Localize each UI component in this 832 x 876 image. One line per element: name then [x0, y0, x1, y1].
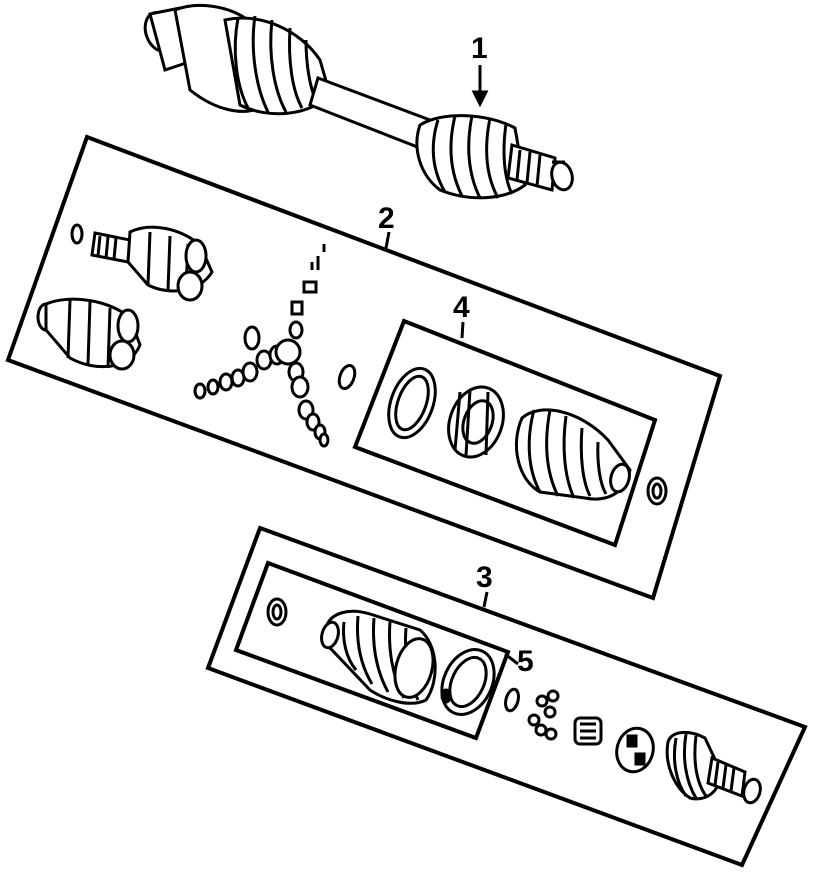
callout-3: 3 — [476, 561, 493, 594]
axle-shaft-assembly — [143, 3, 574, 200]
kit-box-5 — [233, 560, 511, 741]
leader-line-3 — [482, 591, 489, 608]
leader-line-4 — [460, 321, 465, 339]
kit-box-4 — [352, 318, 658, 548]
kit-box-3 — [205, 525, 808, 868]
clip-ring — [70, 223, 84, 245]
kit-box-2 — [5, 134, 723, 601]
clip-ring — [266, 597, 288, 627]
outer-boot-kit-parts — [266, 597, 496, 716]
outer-joint-parts — [504, 687, 762, 805]
snap-ring — [646, 476, 668, 506]
inner-joint-parts — [36, 223, 357, 448]
callout-2: 2 — [378, 202, 395, 235]
leader-line-5 — [504, 652, 519, 666]
inner-boot-kit-parts — [387, 366, 632, 501]
callout-4: 4 — [453, 291, 470, 324]
leader-arrow-1 — [471, 90, 489, 108]
callout-1: 1 — [471, 32, 488, 65]
leader-line-2 — [384, 231, 391, 249]
callout-5: 5 — [517, 645, 534, 678]
